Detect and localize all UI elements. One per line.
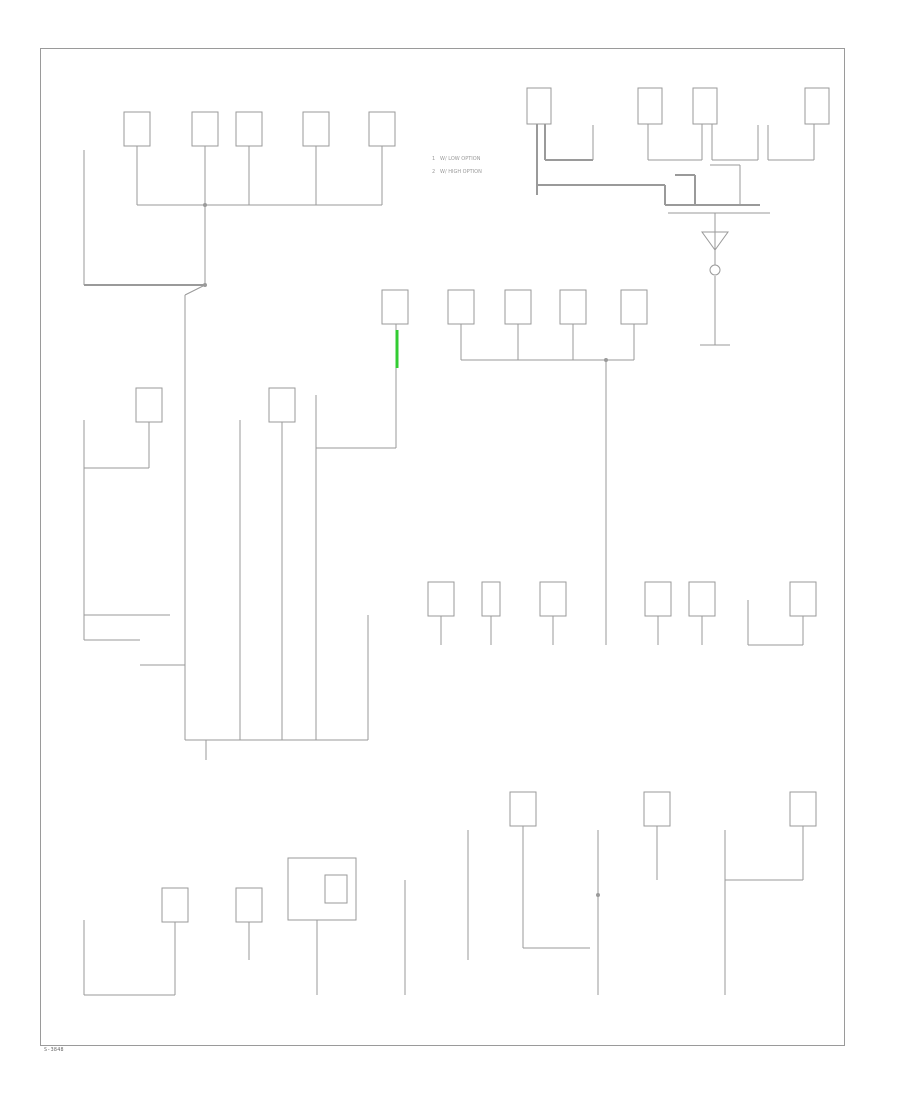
- component-connector: [161, 887, 189, 923]
- component-connector: [692, 87, 718, 125]
- component-connector: [644, 581, 672, 617]
- footer-code: S-3848: [44, 1047, 64, 1053]
- bottom-left-cluster: [83, 830, 469, 996]
- bottom-right-cluster: [509, 791, 817, 995]
- component-connector: [302, 111, 330, 147]
- component-connector: [804, 87, 830, 125]
- component-module: [287, 857, 357, 921]
- legend-item-1: 1: [432, 156, 435, 162]
- left-middle-cluster: [83, 387, 368, 760]
- component-connector: [381, 289, 409, 325]
- component-connector: [789, 791, 817, 827]
- legend: 1 W/ LOW OPTION 2 W/ HIGH OPTION: [432, 156, 482, 175]
- component-connector: [447, 289, 475, 325]
- legend-item-2-label: W/ HIGH OPTION: [440, 169, 482, 175]
- component-connector: [643, 791, 671, 827]
- top-right-cluster: [526, 87, 830, 346]
- component-connector: [559, 289, 587, 325]
- component-connector: [191, 111, 219, 147]
- component-connector: [637, 87, 663, 125]
- component-connector: [504, 289, 532, 325]
- component-connector: [135, 387, 163, 423]
- diagram-frame: [40, 48, 845, 1046]
- legend-item-2: 2: [432, 169, 435, 175]
- component-connector: [427, 581, 455, 617]
- component-connector: [481, 581, 501, 617]
- top-left-cluster: [83, 111, 396, 740]
- legend-item-1-label: W/ LOW OPTION: [440, 156, 481, 162]
- center-lower-cluster: [367, 581, 817, 740]
- component-connector: [789, 581, 817, 617]
- component-connector: [123, 111, 151, 147]
- component-connector: [688, 581, 716, 617]
- component-connector: [368, 111, 396, 147]
- center-upper-cluster: [315, 289, 648, 740]
- component-connector: [235, 887, 263, 923]
- component-connector: [509, 791, 537, 827]
- component-connector: [539, 581, 567, 617]
- component-connector: [268, 387, 296, 423]
- component-connector: [620, 289, 648, 325]
- component-connector: [526, 87, 552, 125]
- component-connector: [235, 111, 263, 147]
